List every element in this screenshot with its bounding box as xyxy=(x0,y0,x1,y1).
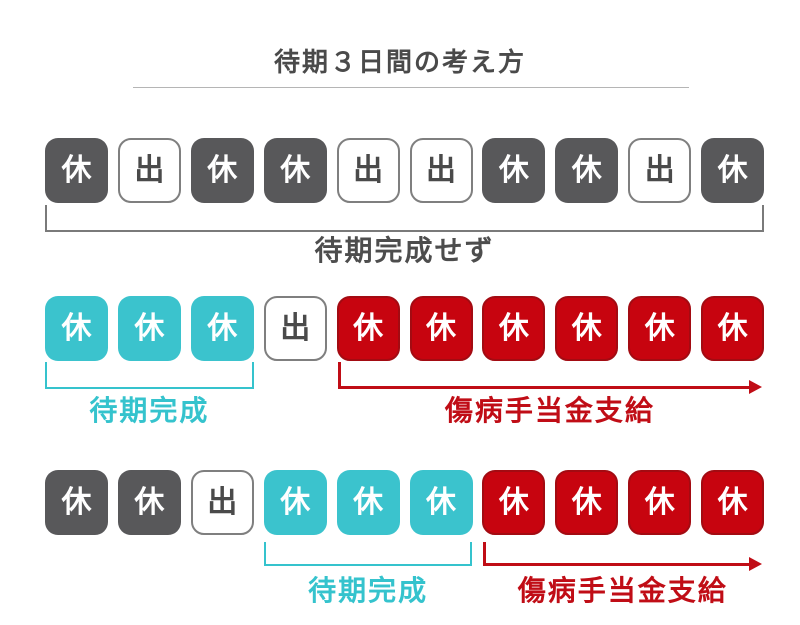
day-box-work: 出 xyxy=(628,138,692,203)
day-box-rest: 休 xyxy=(117,470,181,535)
day-box-rest: 休 xyxy=(482,296,546,361)
day-box-rest: 休 xyxy=(190,138,254,203)
day-box-rest: 休 xyxy=(336,296,400,361)
day-box-rest: 休 xyxy=(336,470,400,535)
waiting-completed-bracket xyxy=(263,542,473,566)
day-box-rest: 休 xyxy=(482,470,546,535)
benefit-payment-label: 傷病手当金支給 xyxy=(517,575,728,606)
waiting-completed-label: 待期完成 xyxy=(89,395,210,426)
day-box-rest: 休 xyxy=(45,296,108,361)
day-box-rest: 休 xyxy=(263,470,327,535)
day-box-work: 出 xyxy=(336,138,400,203)
benefit-payment-label: 傷病手当金支給 xyxy=(444,395,655,426)
arrow-right-icon xyxy=(749,380,763,394)
day-box-rest: 休 xyxy=(628,296,692,361)
day-box-rest: 休 xyxy=(701,296,765,361)
day-box-rest: 休 xyxy=(701,470,765,535)
day-box-rest: 休 xyxy=(45,138,108,203)
day-box-rest: 休 xyxy=(482,138,546,203)
title-underline xyxy=(133,87,689,88)
waiting-completed-label: 待期完成 xyxy=(308,575,429,606)
day-box-rest: 休 xyxy=(190,296,254,361)
day-box-rest: 休 xyxy=(555,296,619,361)
day-box-rest: 休 xyxy=(555,138,619,203)
waiting-completed-bracket xyxy=(45,362,254,389)
day-box-work: 出 xyxy=(190,470,254,535)
day-box-rest: 休 xyxy=(555,470,619,535)
benefit-payment-arrow xyxy=(337,362,750,389)
day-box-work: 出 xyxy=(117,138,181,203)
day-box-rest: 休 xyxy=(409,296,473,361)
benefit-payment-arrow xyxy=(483,542,750,566)
day-box-rest: 休 xyxy=(263,138,327,203)
waiting-not-completed-bracket xyxy=(45,205,765,232)
day-box-rest: 休 xyxy=(45,470,108,535)
day-box-work: 出 xyxy=(409,138,473,203)
day-box-rest: 休 xyxy=(117,296,181,361)
day-box-rest: 休 xyxy=(409,470,473,535)
day-box-rest: 休 xyxy=(701,138,765,203)
arrow-right-icon xyxy=(749,557,763,571)
page-title: 待期３日間の考え方 xyxy=(273,47,526,77)
day-box-work: 出 xyxy=(263,296,327,361)
day-box-rest: 休 xyxy=(628,470,692,535)
waiting-not-completed-label: 待期完成せず xyxy=(314,235,495,266)
